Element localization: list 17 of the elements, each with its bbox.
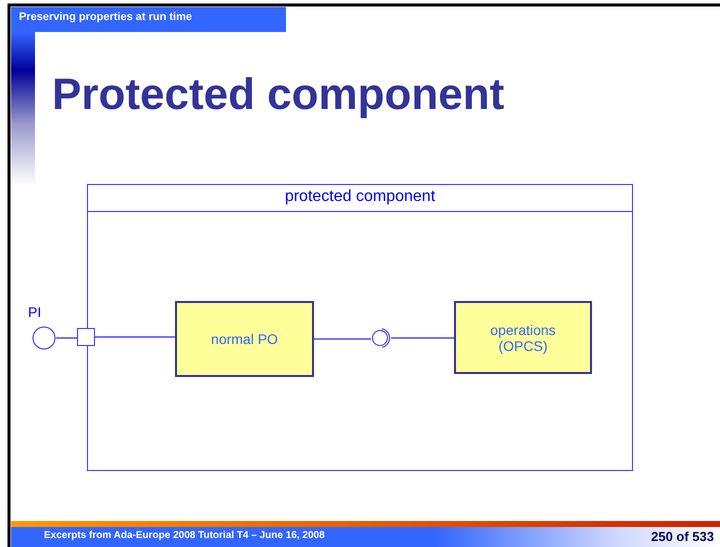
connector-line xyxy=(314,338,371,340)
connector-line xyxy=(95,336,175,338)
connector-line xyxy=(391,337,454,339)
process-box xyxy=(175,301,314,377)
slide-title: Protected component xyxy=(52,70,504,120)
footer-text: Excerpts from Ada-Europe 2008 Tutorial T4 – June 16, 2008 xyxy=(44,530,325,541)
component-title: protected component xyxy=(284,188,436,206)
interface-label: PI xyxy=(28,304,42,320)
required-interface-symbol xyxy=(371,328,391,348)
page-number: 250 of 533 xyxy=(651,529,714,544)
process-box xyxy=(454,301,592,374)
connector-line xyxy=(56,337,77,339)
box-label: operations (OPCS) xyxy=(489,322,557,354)
header-text: Preserving properties at run time xyxy=(19,11,192,23)
port-square xyxy=(77,328,95,346)
box-label: normal PO xyxy=(210,331,279,347)
component-frame xyxy=(87,184,633,471)
